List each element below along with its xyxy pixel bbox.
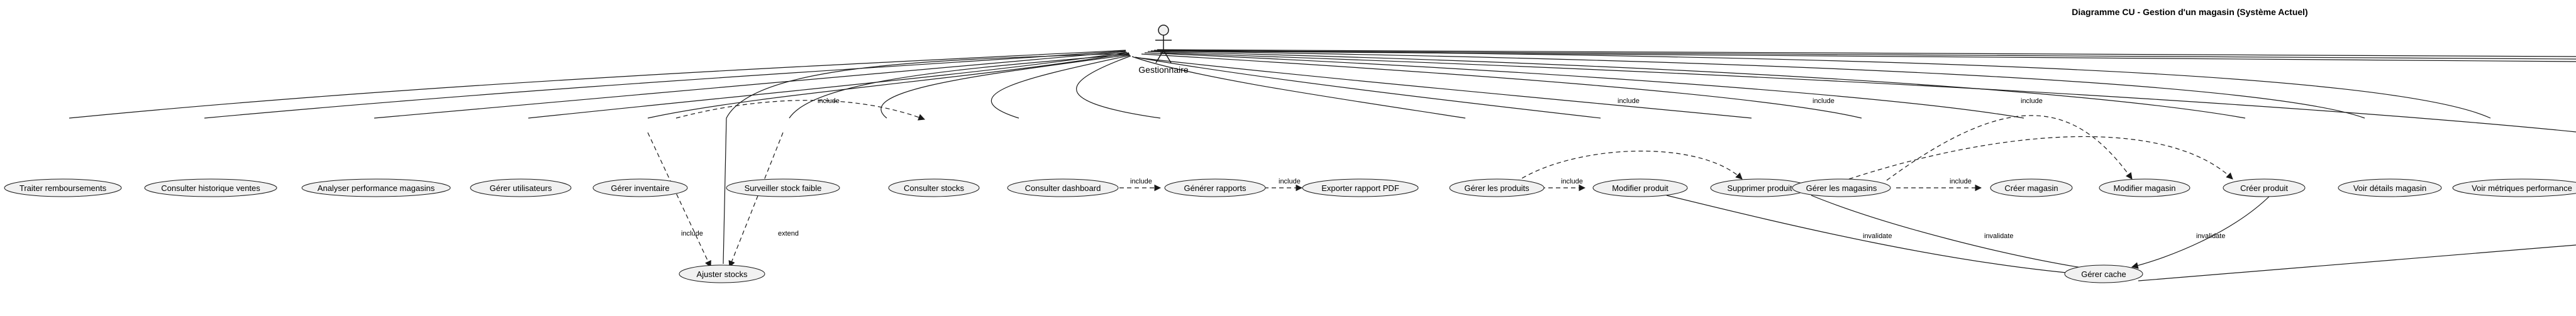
uc-label: Gérer les magasins [1806, 183, 1877, 193]
invalidate-relations [1666, 195, 2271, 278]
label-include-modifier-produit: include [1561, 178, 1583, 185]
uc-consulter-dashboard[interactable]: Consulter dashboard [1007, 178, 1119, 197]
uc-supprimer-produit[interactable]: Supprimer produit [1710, 178, 1809, 197]
uc-label: Modifier produit [1612, 183, 1668, 193]
label-include-exporter: include [1279, 178, 1301, 185]
uc-label: Créer produit [2240, 183, 2288, 193]
label-invalidate-2: invalidate [1984, 232, 2013, 240]
uc-label: Voir détails magasin [2353, 183, 2426, 193]
uc-ajuster-stocks[interactable]: Ajuster stocks [679, 264, 765, 283]
uc-creer-produit[interactable]: Créer produit [2223, 178, 2306, 197]
label-extend-ajuster: extend [778, 230, 799, 237]
actor-head-icon [1158, 25, 1169, 36]
uc-gerer-produits[interactable]: Gérer les produits [1449, 178, 1545, 197]
label-invalidate-1: invalidate [1863, 232, 1892, 240]
label-include-creer-produit: include [1813, 97, 1835, 105]
uc-voir-details-magasin[interactable]: Voir détails magasin [2338, 178, 2442, 197]
uc-traiter-remboursements[interactable]: Traiter remboursements [4, 178, 122, 197]
uc-label: Voir métriques performance [2472, 183, 2572, 193]
label-invalidate-3: invalidate [2196, 232, 2225, 240]
uc-label: Gérer utilisateurs [490, 183, 552, 193]
actor-gestionnaire: Gestionnaire [1138, 25, 1189, 75]
uc-consulter-historique-ventes[interactable]: Consulter historique ventes [144, 178, 277, 197]
uc-gerer-cache[interactable]: Gérer cache [2064, 264, 2143, 283]
uc-label: Surveiller stock faible [745, 183, 822, 193]
uc-gerer-magasins[interactable]: Gérer les magasins [1792, 178, 1891, 197]
relation-labels: include extend include include include i… [681, 97, 2225, 240]
uc-label: Gérer les produits [1464, 183, 1530, 193]
associations [69, 49, 2576, 281]
label-include-generer-rapports: include [1130, 178, 1152, 185]
uc-label: Gérer cache [2081, 270, 2126, 279]
uc-label: Générer rapports [1184, 183, 1246, 193]
uc-label: Consulter historique ventes [161, 183, 260, 193]
diagram-title: Diagramme CU - Gestion d'un magasin (Sys… [2072, 7, 2307, 17]
uc-label: Créer magasin [2004, 183, 2058, 193]
uc-label: Consulter dashboard [1025, 183, 1101, 193]
uc-voir-metriques-performance[interactable]: Voir métriques performance [2452, 178, 2576, 197]
uc-label: Exporter rapport PDF [1321, 183, 1399, 193]
uc-generer-rapports[interactable]: Générer rapports [1164, 178, 1266, 197]
uc-consulter-stocks[interactable]: Consulter stocks [888, 178, 980, 197]
actor-label: Gestionnaire [1138, 65, 1189, 75]
uc-label: Ajuster stocks [697, 270, 748, 279]
uc-label: Supprimer produit [1727, 183, 1792, 193]
uc-modifier-magasin[interactable]: Modifier magasin [2099, 178, 2190, 197]
uc-creer-magasin[interactable]: Créer magasin [1990, 178, 2073, 197]
uc-gerer-utilisateurs[interactable]: Gérer utilisateurs [470, 178, 572, 197]
uc-label: Traiter remboursements [19, 183, 107, 193]
label-include-supprimer-produit: include [1618, 97, 1640, 105]
label-include-modifier-magasin: include [2021, 97, 2043, 105]
uc-label: Modifier magasin [2114, 183, 2176, 193]
uc-surveiller-stock-faible[interactable]: Surveiller stock faible [726, 178, 840, 197]
uc-gerer-inventaire[interactable]: Gérer inventaire [592, 178, 688, 197]
label-include-ajuster: include [681, 230, 703, 237]
label-include-creer-magasin: include [1950, 178, 1972, 185]
uc-label: Analyser performance magasins [318, 183, 435, 193]
uc-label: Gérer inventaire [611, 183, 669, 193]
uc-label: Consulter stocks [904, 183, 965, 193]
uc-exporter-rapport-pdf[interactable]: Exporter rapport PDF [1302, 178, 1419, 197]
label-include-consulter-stocks: include [818, 97, 840, 105]
uc-modifier-produit[interactable]: Modifier produit [1592, 178, 1688, 197]
uc-analyser-performance-magasins[interactable]: Analyser performance magasins [301, 178, 451, 197]
